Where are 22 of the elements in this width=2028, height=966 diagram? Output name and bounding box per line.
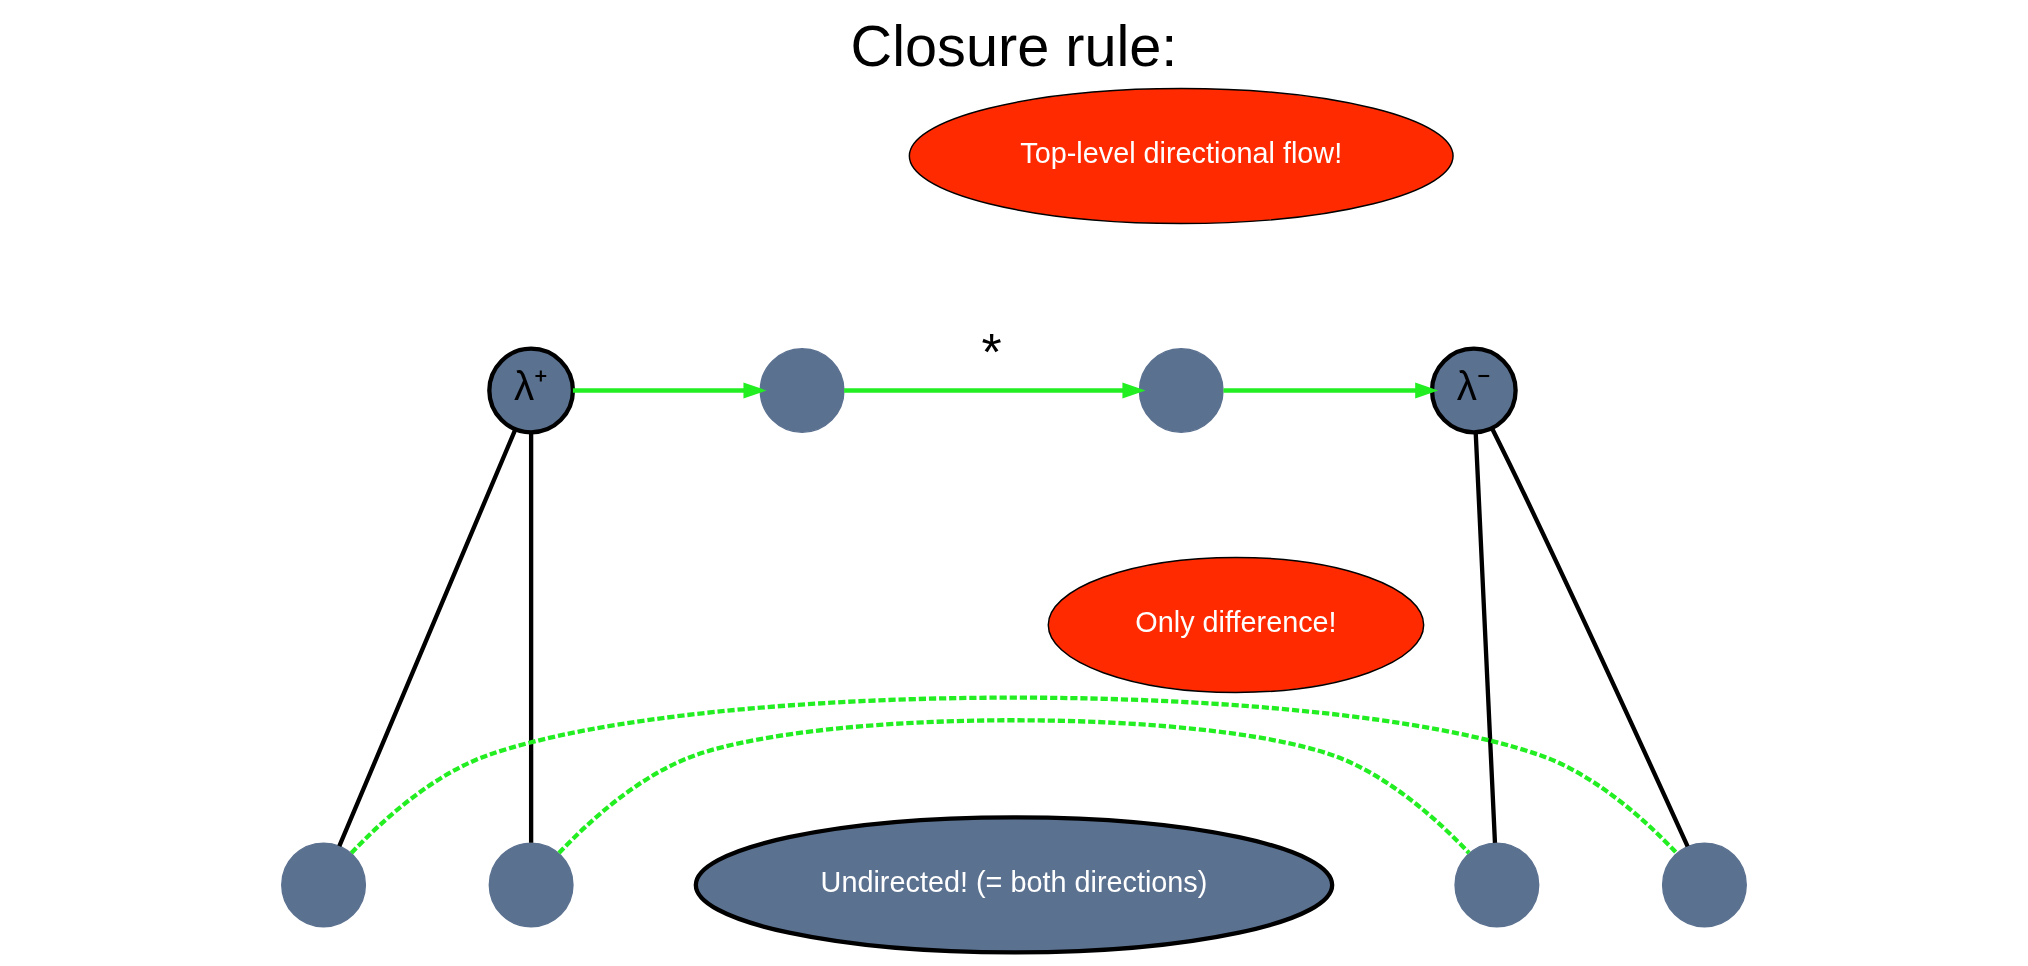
node-circle <box>1661 842 1747 928</box>
edge-label: * <box>981 323 1002 382</box>
node-ellipse: Only difference! <box>1047 556 1425 694</box>
node-ellipse: Top-level directional flow! <box>908 87 1454 225</box>
arrow <box>1223 382 1439 399</box>
node-circle <box>1454 842 1540 928</box>
arrow <box>572 382 767 399</box>
diagram-title: Closure rule: <box>850 13 1178 78</box>
node-circle <box>1138 347 1224 434</box>
arrow <box>844 382 1146 399</box>
node-circle <box>488 842 574 928</box>
connector <box>349 695 1679 855</box>
node-circle <box>281 842 367 928</box>
node-circle: λ⁺ <box>487 346 576 435</box>
connector <box>1473 432 1498 843</box>
node-ellipse: Undirected! (= both directions) <box>693 815 1335 955</box>
connector <box>337 428 518 848</box>
node-circle <box>759 347 845 434</box>
connector <box>1490 427 1690 848</box>
connector <box>528 432 534 843</box>
connector <box>557 718 1471 855</box>
node-circle: λ⁻ <box>1429 346 1518 435</box>
